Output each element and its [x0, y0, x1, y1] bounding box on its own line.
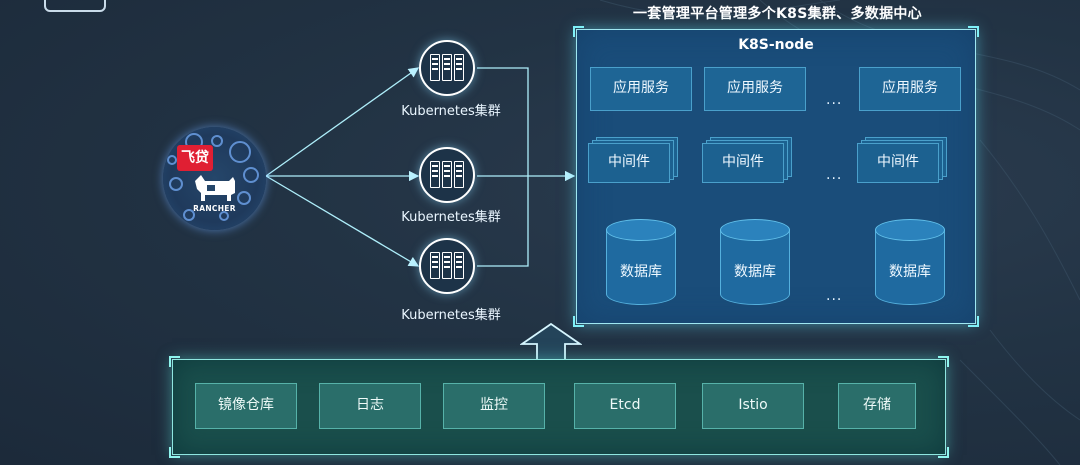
app-service-box: 应用服务: [590, 67, 692, 111]
middleware-label: 中间件: [588, 143, 670, 183]
diagram-title: 一套管理平台管理多个K8S集群、多数据中心: [633, 6, 922, 22]
app-service-box: 应用服务: [859, 67, 961, 111]
infra-item-etcd: Etcd: [574, 383, 676, 429]
infrastructure-bar: [169, 356, 949, 458]
brand-logo-text: 飞贷: [177, 145, 213, 171]
ellipsis: ...: [826, 92, 843, 108]
database-cylinder: 数据库: [720, 219, 790, 305]
cluster-server-icon: [419, 40, 475, 96]
database-cylinder: 数据库: [875, 219, 945, 305]
rancher-cow-icon: [195, 175, 235, 201]
infra-item-istio: Istio: [702, 383, 804, 429]
cluster-server-icon: [419, 238, 475, 294]
ellipsis: ...: [826, 167, 843, 183]
top-tag-outline: [44, 0, 106, 12]
ellipsis: ...: [826, 288, 843, 304]
middleware-label: 中间件: [857, 143, 939, 183]
database-label: 数据库: [734, 264, 776, 280]
cluster-label: Kubernetes集群: [401, 308, 501, 323]
up-arrow-icon: [520, 322, 582, 361]
infra-item-registry: 镜像仓库: [195, 383, 297, 429]
database-label: 数据库: [620, 264, 662, 280]
cluster-label: Kubernetes集群: [401, 210, 501, 225]
infra-item-monitoring: 监控: [443, 383, 545, 429]
app-service-box: 应用服务: [704, 67, 806, 111]
database-label: 数据库: [889, 264, 931, 280]
infra-item-logging: 日志: [319, 383, 421, 429]
node-title: K8S-node: [738, 37, 814, 53]
middleware-stack: 中间件: [702, 137, 792, 183]
database-cylinder: 数据库: [606, 219, 676, 305]
cluster-server-icon: [419, 147, 475, 203]
rancher-logo: 飞贷 RANCHER: [163, 127, 266, 230]
middleware-label: 中间件: [702, 143, 784, 183]
infra-item-storage: 存储: [838, 383, 916, 429]
rancher-wordmark: RANCHER: [193, 204, 236, 213]
cluster-label: Kubernetes集群: [401, 104, 501, 119]
middleware-stack: 中间件: [588, 137, 678, 183]
middleware-stack: 中间件: [857, 137, 947, 183]
